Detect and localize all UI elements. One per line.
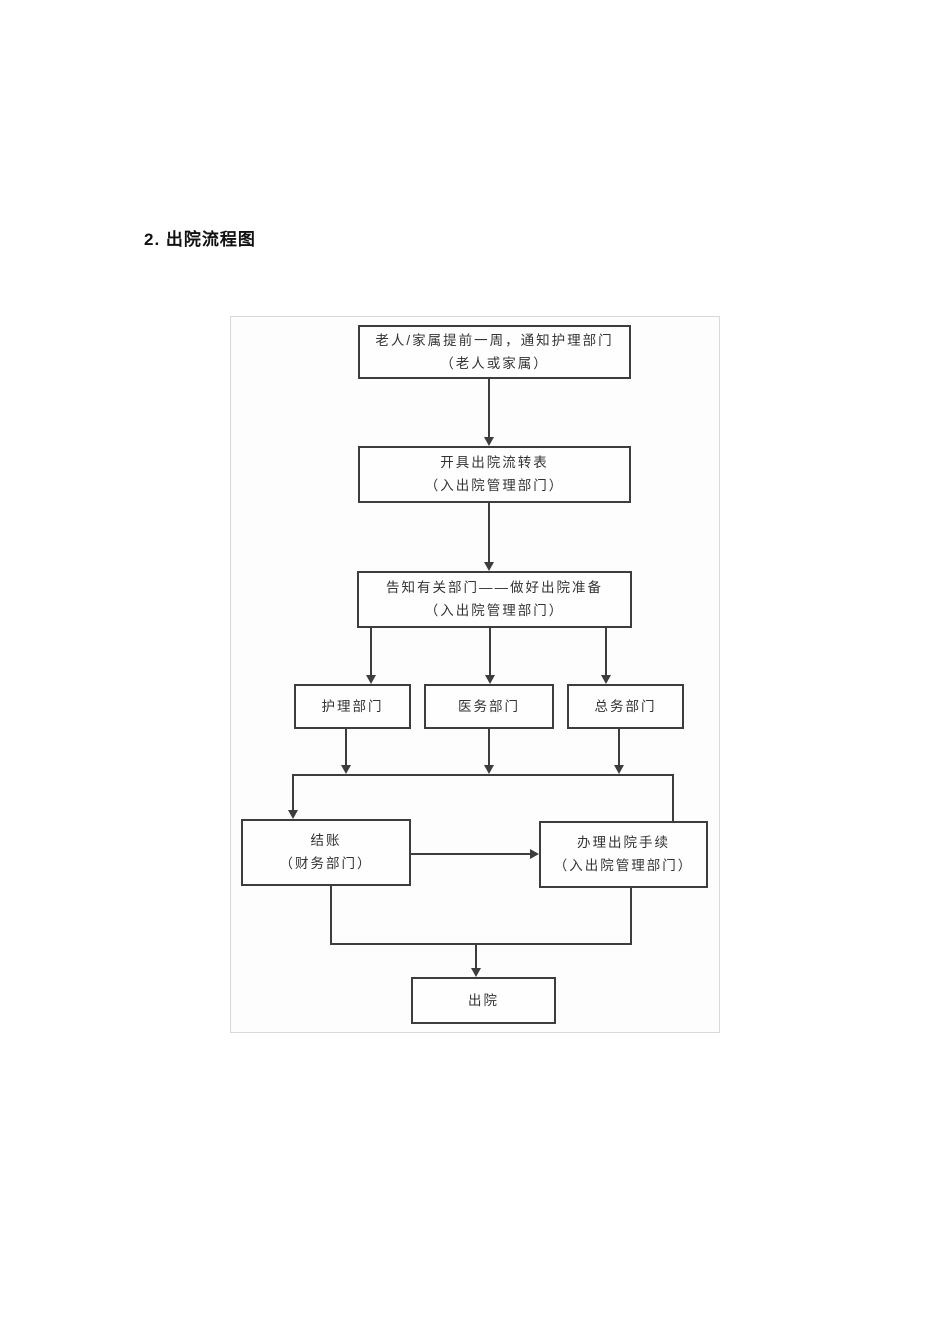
- arrow-inform-to-nursing-icon: [365, 628, 377, 684]
- flow-node-notify: 老人/家属提前一周，通知护理部门 （老人或家属）: [358, 325, 631, 379]
- flow-node-issue-form-line1: 开具出院流转表: [440, 455, 549, 471]
- arrow-medical-to-bus-icon: [483, 729, 495, 774]
- arrow-inform-to-general-icon: [600, 628, 612, 684]
- arrow-nursing-to-bus-icon: [340, 729, 352, 774]
- page-title: 2. 出院流程图: [144, 230, 256, 249]
- connector-bus-line: [292, 774, 674, 776]
- flow-node-nursing-label: 护理部门: [321, 698, 384, 714]
- flow-node-issue-form: 开具出院流转表 （入出院管理部门）: [358, 446, 631, 503]
- flow-node-general-label: 总务部门: [594, 698, 657, 714]
- flow-node-discharge: 出院: [411, 977, 556, 1024]
- connector-bus-to-procedure: [672, 774, 674, 822]
- flow-node-inform-line2: （入出院管理部门）: [424, 603, 565, 618]
- flowchart-image: 老人/家属提前一周，通知护理部门 （老人或家属） 开具出院流转表 （入出院管理部…: [230, 316, 720, 1033]
- flow-node-notify-line2: （老人或家属）: [440, 355, 549, 371]
- connector-procedure-down: [630, 888, 632, 944]
- flow-node-inform-departments: 告知有关部门——做好出院准备 （入出院管理部门）: [357, 571, 632, 628]
- flow-node-discharge-procedure: 办理出院手续 （入出院管理部门）: [539, 821, 708, 888]
- flow-node-medical-label: 医务部门: [458, 698, 520, 714]
- connector-merge-line: [330, 943, 632, 945]
- flow-node-medical-dept: 医务部门: [424, 684, 554, 729]
- flow-node-settle-line1: 结账: [310, 833, 342, 849]
- arrow-notify-to-issue-icon: [483, 379, 495, 446]
- arrow-bus-to-settle-icon: [287, 774, 299, 819]
- arrow-settle-to-procedure-icon: [411, 848, 539, 860]
- arrow-merge-to-discharge-icon: [470, 945, 482, 977]
- flow-node-procedure-line2: （入出院管理部门）: [553, 858, 694, 873]
- arrow-issue-to-inform-icon: [483, 503, 495, 571]
- flow-node-discharge-label: 出院: [468, 992, 499, 1008]
- arrow-general-to-bus-icon: [613, 729, 625, 774]
- flow-node-procedure-line1: 办理出院手续: [577, 835, 670, 851]
- flow-node-nursing-dept: 护理部门: [294, 684, 411, 729]
- connector-settle-down: [330, 886, 332, 944]
- flow-node-settle-account: 结账 （财务部门）: [241, 819, 411, 886]
- flow-node-general-affairs-dept: 总务部门: [567, 684, 684, 729]
- flow-node-issue-form-line2: （入出院管理部门）: [424, 478, 565, 493]
- flow-node-settle-line2: （财务部门）: [279, 856, 373, 871]
- flow-node-notify-line1: 老人/家属提前一周，通知护理部门: [375, 332, 614, 348]
- flow-node-inform-line1: 告知有关部门——做好出院准备: [386, 580, 603, 596]
- arrow-inform-to-medical-icon: [484, 628, 496, 684]
